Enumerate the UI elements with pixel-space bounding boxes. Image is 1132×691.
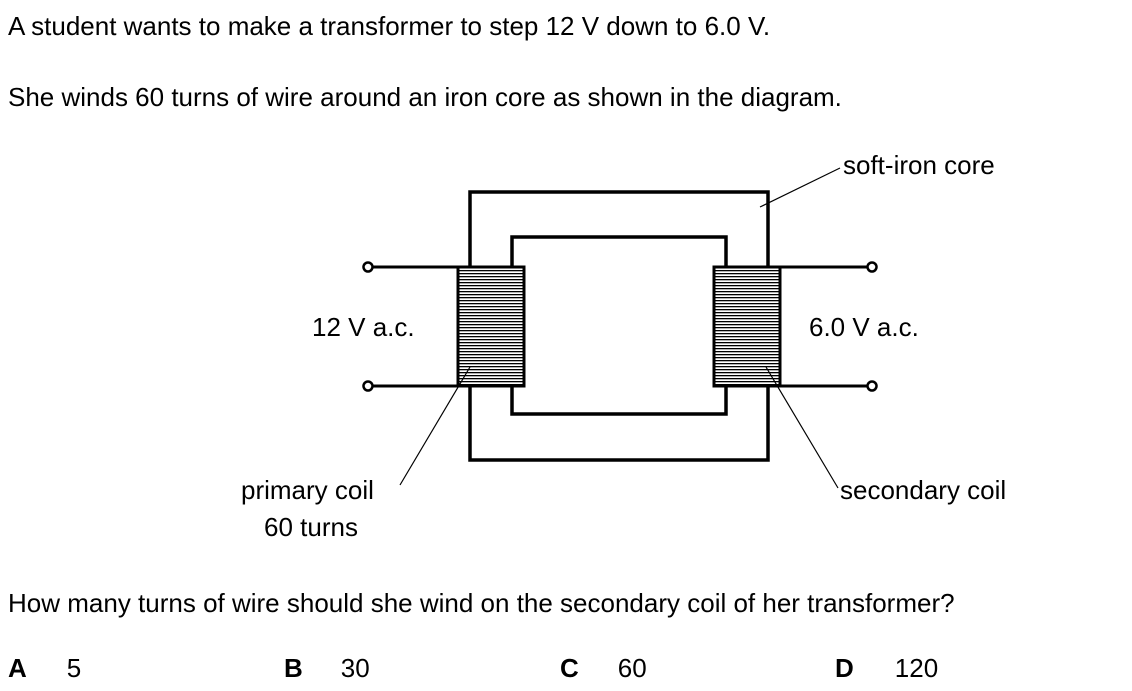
secondary-leader-line bbox=[765, 366, 839, 489]
option-c[interactable]: C 60 bbox=[560, 655, 647, 681]
option-value: 30 bbox=[340, 653, 370, 683]
input-terminal-top bbox=[362, 261, 374, 273]
option-value: 5 bbox=[66, 653, 82, 683]
core-leader-line bbox=[759, 167, 841, 208]
secondary-coil-label: secondary coil bbox=[840, 475, 1006, 505]
option-letter: B bbox=[284, 653, 303, 683]
primary-coil bbox=[456, 265, 526, 388]
option-b[interactable]: B 30 bbox=[284, 655, 370, 681]
input-voltage-label: 12 V a.c. bbox=[312, 312, 415, 342]
option-letter: D bbox=[835, 653, 854, 683]
output-terminals bbox=[780, 261, 878, 392]
question-intro-line: A student wants to make a transformer to… bbox=[8, 11, 771, 41]
question-setup-line: She winds 60 turns of wire around an iro… bbox=[8, 82, 842, 112]
input-terminals bbox=[362, 261, 458, 392]
output-terminal-bottom bbox=[866, 380, 878, 392]
core-label: soft-iron core bbox=[843, 150, 995, 180]
output-voltage-label: 6.0 V a.c. bbox=[809, 312, 919, 342]
primary-coil-label: primary coil bbox=[241, 475, 374, 505]
option-value: 60 bbox=[617, 653, 647, 683]
primary-turns-label: 60 turns bbox=[264, 512, 358, 542]
option-d[interactable]: D 120 bbox=[835, 655, 938, 681]
question-prompt: How many turns of wire should she wind o… bbox=[8, 588, 955, 618]
option-letter: C bbox=[560, 653, 579, 683]
option-letter: A bbox=[8, 653, 27, 683]
core-inner-outline bbox=[510, 235, 728, 416]
secondary-coil bbox=[712, 265, 782, 388]
primary-leader-line bbox=[399, 366, 471, 486]
option-value: 120 bbox=[894, 653, 939, 683]
output-terminal-top bbox=[866, 261, 878, 273]
input-terminal-bottom bbox=[362, 380, 374, 392]
